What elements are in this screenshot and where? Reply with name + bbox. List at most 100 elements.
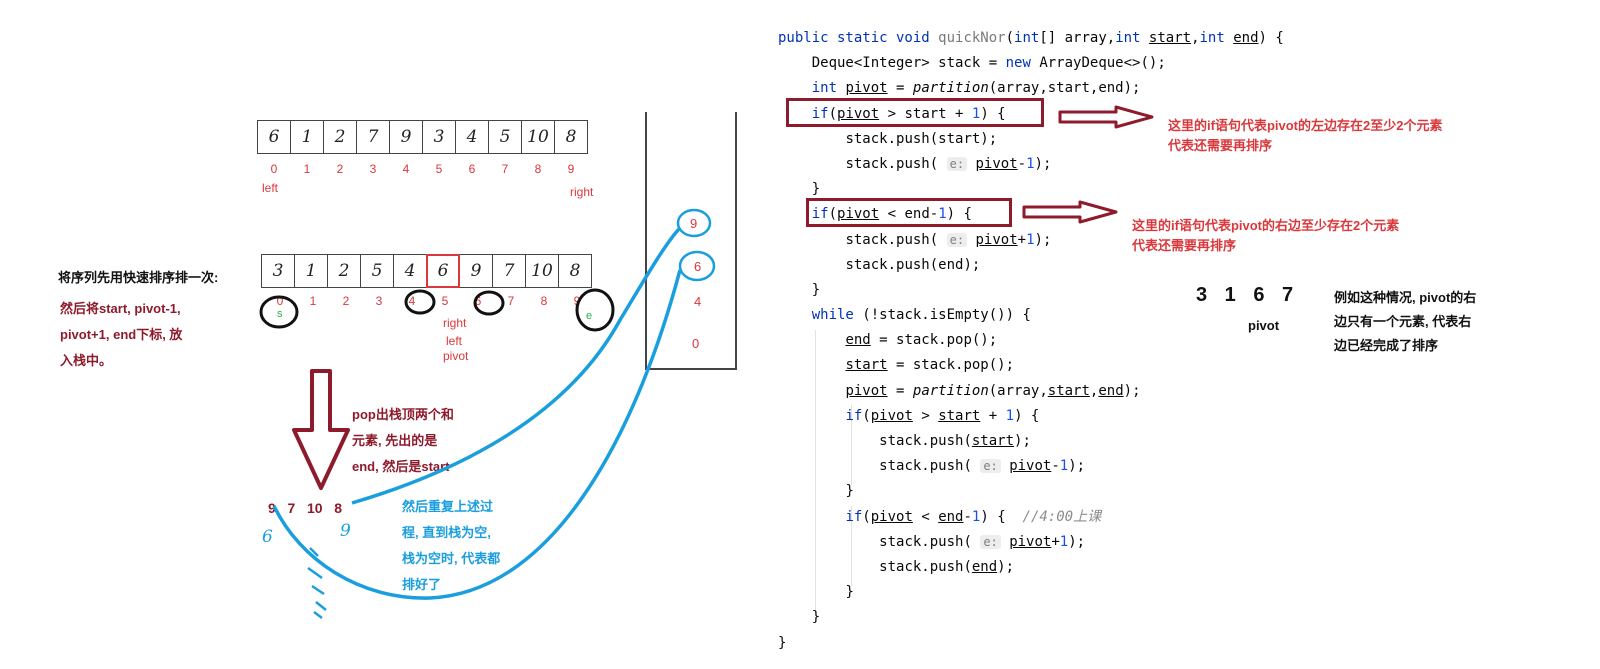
stack-container: [645, 112, 737, 370]
blue-curve: [351, 226, 682, 505]
code-token: pivot: [975, 155, 1018, 172]
index-label: 3: [369, 162, 377, 176]
index-label: 1: [303, 162, 311, 176]
code-token: }: [778, 634, 787, 651]
array-cell: 8: [558, 254, 592, 288]
code-comment: //4:00上课: [1022, 508, 1102, 525]
index-label: 1: [309, 294, 317, 308]
code-token: stack.push(: [845, 155, 947, 172]
blue-scribble: [313, 611, 323, 619]
code-token: < end-: [879, 206, 939, 223]
code-line: stack.push( e: pivot-1);: [778, 454, 1284, 479]
sort-once-label: 将序列先用快速排序排一次:: [58, 270, 219, 285]
indent-guide: [851, 405, 852, 485]
code-token: (: [862, 407, 871, 424]
index-label: 7: [507, 294, 515, 308]
array-cell: 5: [488, 120, 522, 154]
param-hint: e:: [980, 459, 1001, 474]
code-token: }: [811, 281, 821, 298]
index-label: 0: [276, 294, 284, 308]
popped-value: 10: [306, 500, 323, 516]
index-label: 3: [375, 294, 383, 308]
code-token: pivot: [845, 382, 888, 399]
code-token: }: [845, 584, 854, 601]
code-token: 1: [1026, 155, 1035, 172]
repeat-line: 栈为空时, 代表都: [402, 551, 501, 566]
pop-line: pop出栈顶两个和: [352, 407, 454, 422]
code-line: stack.push(end);: [778, 253, 1284, 278]
code-token: +: [1051, 533, 1060, 550]
right-arrow-icon: [1058, 105, 1154, 129]
left-pointer-label: left: [446, 334, 463, 348]
code-line: if(pivot > start + 1) {: [778, 404, 1284, 429]
code-token: stack.push(: [845, 231, 947, 248]
index-label: 6: [474, 294, 482, 308]
code-line: stack.push(start);: [778, 429, 1284, 454]
code-token: -: [963, 508, 972, 525]
code-token: = stack.pop();: [887, 357, 1015, 374]
code-token: if: [845, 407, 863, 424]
code-line: end = stack.pop();: [778, 328, 1284, 353]
example-note-line: 边已经完成了排序: [1334, 338, 1439, 353]
stack-item: 6: [694, 259, 702, 274]
circle-mark: [575, 288, 615, 332]
param-hint: e:: [980, 534, 1001, 549]
code-line: stack.push(end);: [778, 555, 1284, 580]
code-editor: public static void quickNor(int[] array,…: [778, 26, 1284, 656]
code-token: 1: [971, 508, 981, 525]
code-line: stack.push( e: pivot+1);: [778, 530, 1284, 555]
index-label: 6: [468, 162, 476, 176]
code-token: stack.push(: [879, 433, 972, 449]
array-cell: 5: [360, 254, 394, 288]
param-hint: e:: [946, 232, 968, 247]
index-label: 8: [540, 294, 548, 308]
push-line: 入栈中。: [60, 353, 113, 368]
code-token: 1: [971, 105, 981, 122]
code-line: }: [778, 479, 1284, 504]
circle-mark: [473, 290, 505, 316]
code-token: ArrayDeque<>();: [1039, 55, 1166, 72]
pop-line: 元素, 先出的是: [352, 433, 438, 448]
push-line: pivot+1, end下标, 放: [60, 327, 183, 342]
array-cell: 1: [294, 254, 328, 288]
index-label: 5: [435, 162, 443, 176]
code-token: ,: [1089, 382, 1099, 399]
blue-scribble: [309, 547, 319, 557]
code-token: (array,: [988, 382, 1048, 399]
code-token: pivot: [870, 407, 913, 424]
code-line: pivot = partition(array,start,end);: [778, 379, 1284, 404]
code-token: 1: [938, 206, 947, 223]
code-token: end: [845, 332, 871, 349]
code-line: stack.push(start);: [778, 127, 1284, 152]
code-token: start: [845, 357, 888, 374]
code-token: partition: [912, 382, 989, 399]
code-line: while (!stack.isEmpty()) {: [778, 303, 1284, 328]
left-if-annotation: 这里的if语句代表pivot的左边存在2至少2个元素 代表还需要再排序: [1168, 116, 1442, 156]
index-label: 4: [408, 294, 416, 308]
code-line: }: [778, 278, 1284, 303]
code-token: );: [1014, 433, 1031, 449]
code-token: quickNor: [938, 30, 1006, 46]
pop-explanation: pop出栈顶两个和 元素, 先出的是 end, 然后是start: [352, 402, 454, 480]
repeat-line: 排好了: [402, 577, 442, 592]
stack-item: 9: [690, 216, 698, 231]
code-token: 1: [1005, 407, 1015, 424]
code-line: }: [778, 631, 1284, 656]
right-if-annotation: 这里的if语句代表pivot的右边至少存在2个元素 代表还需要再排序: [1132, 216, 1399, 256]
code-token: new: [1005, 55, 1040, 72]
right-arrow-icon: [1022, 200, 1118, 224]
code-token: ) {: [980, 508, 1023, 525]
code-token: pivot: [837, 105, 880, 122]
popped-value: 9: [268, 500, 276, 516]
code-line: start = stack.pop();: [778, 353, 1284, 378]
index-label: 0: [270, 162, 278, 176]
right-pointer-label: right: [570, 185, 594, 199]
array-cell: 1: [290, 120, 324, 154]
array-cell: 3: [261, 254, 295, 288]
push-explanation: 然后将start, pivot-1, pivot+1, end下标, 放 入栈中…: [60, 296, 182, 374]
array-cell: 10: [525, 254, 559, 288]
code-token: stack.push(: [879, 558, 972, 575]
code-token: 1: [1026, 231, 1035, 248]
code-line: }: [778, 580, 1284, 605]
